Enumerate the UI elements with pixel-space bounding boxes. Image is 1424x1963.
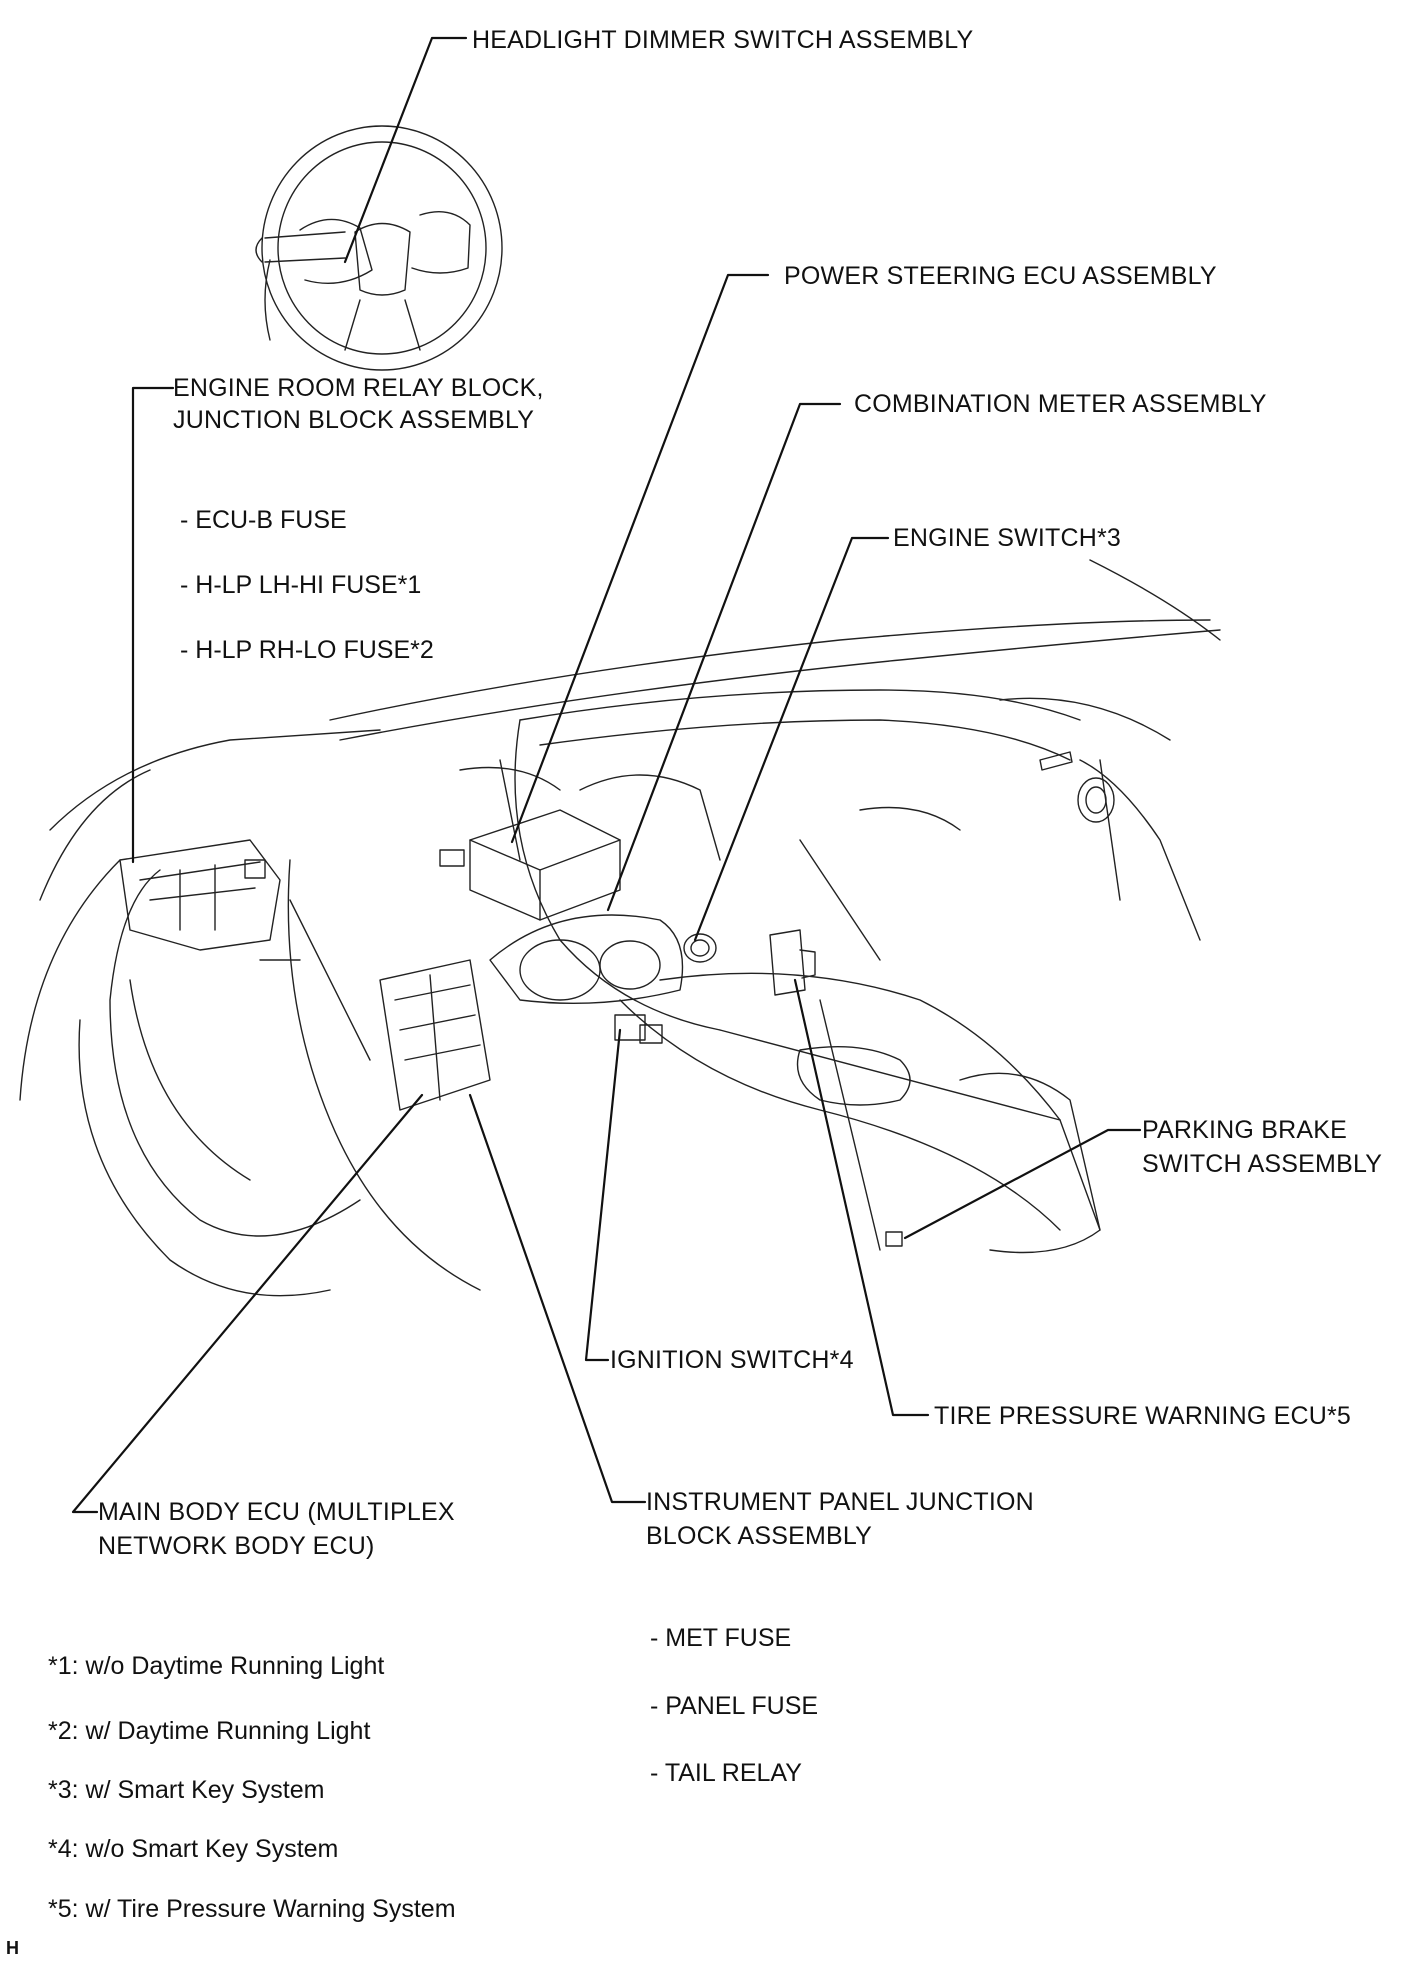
tire-pressure-ecu-illustration (769, 929, 816, 996)
tire-pressure-warning-ecu-label: TIRE PRESSURE WARNING ECU*5 (934, 1402, 1352, 1430)
footnote-1: *1: w/o Daytime Running Light (48, 1652, 385, 1680)
leader-lines (71, 36, 1142, 1514)
parking-brake-switch-illustration (885, 1231, 903, 1247)
fuse-h-lp-lh-hi: - H-LP LH-HI FUSE*1 (180, 571, 422, 599)
combination-meter-label: COMBINATION METER ASSEMBLY (854, 390, 1267, 418)
main-body-ecu-label-line2: NETWORK BODY ECU) (98, 1532, 375, 1560)
engine-room-relay-block-illustration (119, 839, 281, 951)
headlight-dimmer-switch-label: HEADLIGHT DIMMER SWITCH ASSEMBLY (472, 26, 974, 54)
steering-wheel-illustration (255, 125, 503, 371)
dashboard-illustration (19, 559, 1221, 1297)
instrument-panel-junction-block-label-line1: INSTRUMENT PANEL JUNCTION (646, 1488, 1034, 1516)
tail-relay-item: - TAIL RELAY (650, 1759, 802, 1787)
fuse-ecu-b: - ECU-B FUSE (180, 506, 347, 534)
footnote-3: *3: w/ Smart Key System (48, 1776, 325, 1804)
combination-meter-illustration (489, 914, 684, 1005)
footnote-4: *4: w/o Smart Key System (48, 1835, 339, 1863)
power-steering-ecu-illustration (439, 809, 621, 921)
main-body-ecu-illustration (379, 959, 491, 1111)
ignition-switch-label: IGNITION SWITCH*4 (610, 1346, 854, 1374)
footnote-2: *2: w/ Daytime Running Light (48, 1717, 371, 1745)
panel-fuse-item: - PANEL FUSE (650, 1692, 819, 1720)
power-steering-ecu-label: POWER STEERING ECU ASSEMBLY (784, 262, 1217, 290)
engine-room-relay-block-label-line2: JUNCTION BLOCK ASSEMBLY (173, 406, 535, 434)
engine-switch-illustration (683, 933, 717, 963)
ignition-switch-illustration (614, 1014, 663, 1044)
instrument-panel-junction-block-label-line2: BLOCK ASSEMBLY (646, 1522, 873, 1550)
engine-switch-label: ENGINE SWITCH*3 (893, 524, 1122, 552)
fuse-h-lp-rh-lo: - H-LP RH-LO FUSE*2 (180, 636, 434, 664)
corner-mark: H (6, 1938, 19, 1958)
parking-brake-switch-label-line2: SWITCH ASSEMBLY (1142, 1150, 1383, 1178)
main-body-ecu-label-line1: MAIN BODY ECU (MULTIPLEX (98, 1498, 455, 1526)
footnote-5: *5: w/ Tire Pressure Warning System (48, 1895, 456, 1923)
parking-brake-switch-label-line1: PARKING BRAKE (1142, 1116, 1347, 1144)
engine-room-relay-block-label-line1: ENGINE ROOM RELAY BLOCK, (173, 374, 544, 402)
met-fuse-item: - MET FUSE (650, 1624, 792, 1652)
